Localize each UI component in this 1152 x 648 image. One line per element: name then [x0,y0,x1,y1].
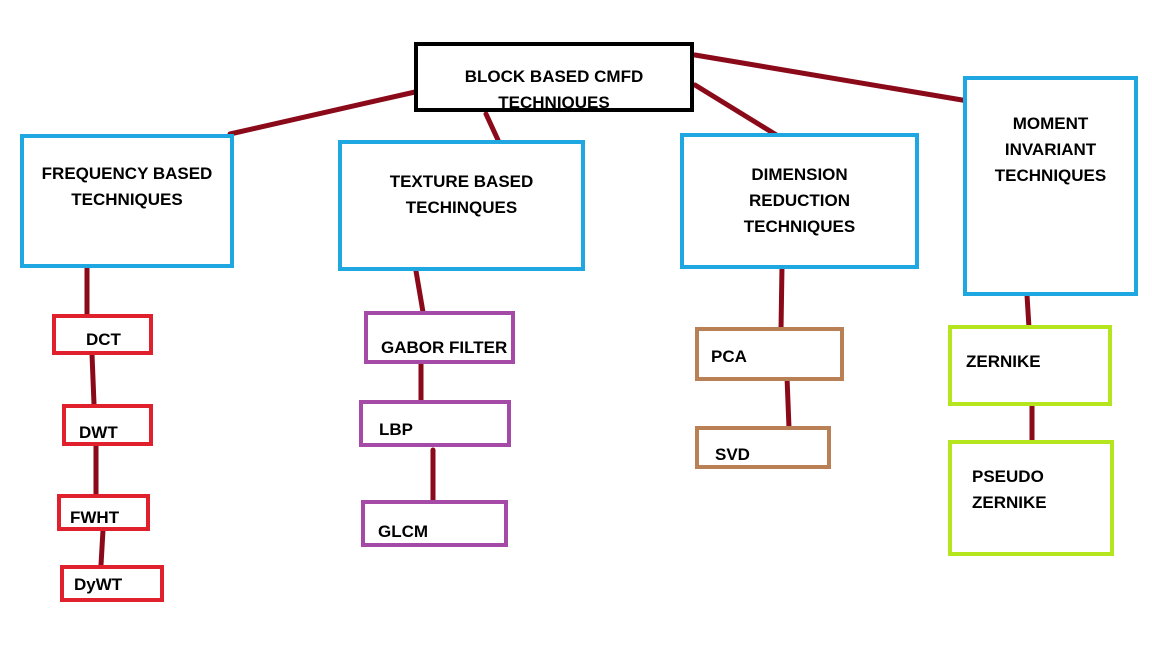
category-texture-node: TEXTURE BASED TECHINQUES [338,140,585,271]
category-moment-label-line-2: INVARIANT [1004,140,1097,159]
category-dimension-label-line-1: DIMENSION [751,165,848,184]
category-moment-label-line-1: MOMENT [1012,114,1089,133]
leaf-dywt-label: DyWT [74,575,123,594]
connector-moment-zernike [1024,292,1032,331]
leaf-svd-node: SVD [695,426,831,469]
connector-dct-dwt [89,351,97,407]
category-dimension-label-line-3: TECHNIQUES [743,217,856,236]
leaf-gabor-node: GABOR FILTER [364,311,515,364]
category-dimension-node: DIMENSION REDUCTION TECHNIQUES [680,133,919,269]
root-label-line-2: TECHNIQUES [498,93,610,112]
leaf-fwht-node: FWHT [57,494,150,531]
leaf-gabor-label: GABOR FILTER [381,338,508,357]
leaf-glcm-node: GLCM [361,500,508,547]
category-moment-label-line-3: TECHNIQUES [994,166,1107,185]
leaf-dwt-node: DWT [62,404,153,446]
leaf-svd-label: SVD [715,445,750,464]
connector-root-dimension [692,82,781,139]
category-dimension-label-line-2: REDUCTION [748,191,851,210]
connector-texture-gabor [413,268,427,321]
root-node: BLOCK BASED CMFD TECHNIQUES [414,42,694,112]
leaf-dwt-label: DWT [79,423,118,442]
category-frequency-label-line-1: FREQUENCY BASED [41,164,213,183]
leaf-pseudo-zernike-label: PSEUDO ZERNIKE [972,467,1047,512]
leaf-dct-label: DCT [86,330,121,349]
connector-fwht-dywt [98,527,106,568]
category-frequency-label-line-2: TECHNIQUES [71,190,183,209]
category-frequency-node: FREQUENCY BASED TECHNIQUES [20,134,234,268]
leaf-pca-label: PCA [711,347,747,366]
leaf-zernike-label: ZERNIKE [966,352,1041,371]
connector-pca-svd [784,374,792,431]
category-moment-node: MOMENT INVARIANT TECHNIQUES [963,76,1138,296]
leaf-dywt-node: DyWT [60,565,164,602]
leaf-pca-node: PCA [695,327,844,381]
leaf-lbp-label: LBP [379,420,413,439]
connector-root-frequency [227,89,418,137]
connector-root-texture [483,111,501,143]
leaf-lbp-node: LBP [359,400,511,447]
leaf-zernike-node: ZERNIKE [948,325,1112,406]
connector-root-moment [692,52,971,104]
category-texture-label-line-2: TECHINQUES [405,198,518,217]
category-texture-label-line-1: TEXTURE BASED [389,172,534,191]
root-label-line-1: BLOCK BASED CMFD [464,67,644,86]
connector-dimension-pca [778,263,785,333]
leaf-glcm-label: GLCM [378,522,429,541]
leaf-pseudo-zernike-node: PSEUDO ZERNIKE [948,440,1114,556]
leaf-fwht-label: FWHT [70,508,120,527]
leaf-dct-node: DCT [52,314,153,355]
